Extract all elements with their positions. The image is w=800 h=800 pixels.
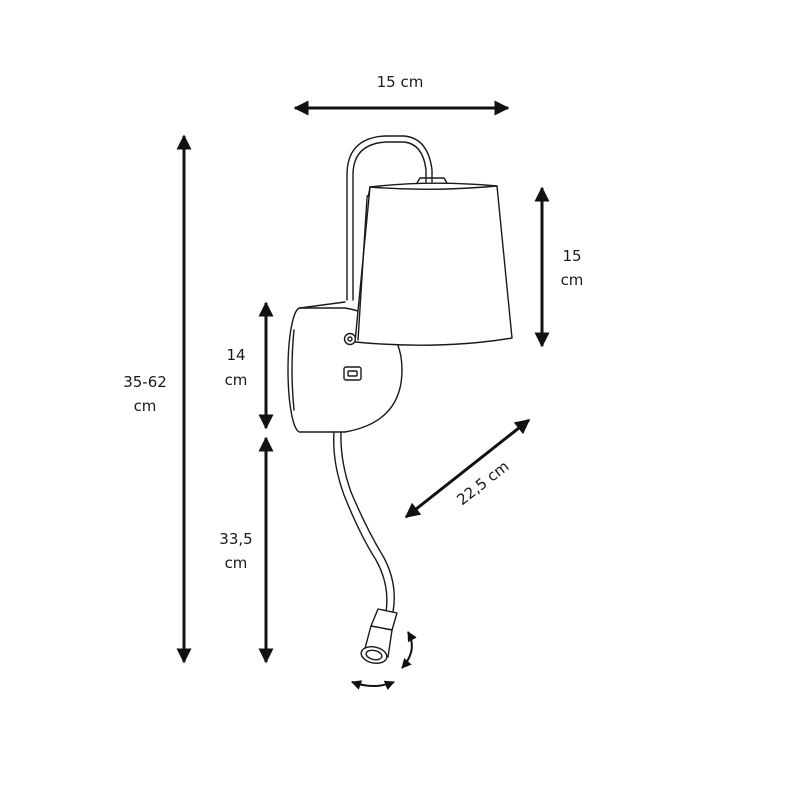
- shade-height-label-unit: cm: [561, 271, 584, 289]
- reach-arrow: [404, 418, 531, 519]
- shade-arm: [346, 135, 433, 301]
- rotation-indicators: [351, 631, 417, 690]
- arm-height-label-unit: cm: [225, 554, 248, 572]
- tilt-rotation-arrow: [401, 631, 417, 669]
- spotlight-head: [360, 608, 398, 664]
- swivel-rotation-arrow: [351, 680, 395, 690]
- lamp-illustration: [287, 135, 513, 664]
- dimension-lines: [176, 100, 550, 664]
- reach-label: 22,5 cm: [453, 457, 512, 509]
- gooseneck-arm: [333, 431, 395, 613]
- shade-height-label-value: 15: [562, 247, 581, 265]
- lamp-shade: [354, 177, 513, 346]
- arm-height-label-value: 33,5: [219, 530, 252, 548]
- plate-height-label-unit: cm: [225, 371, 248, 389]
- control-button: [343, 332, 357, 346]
- usb-port: [343, 366, 362, 381]
- plate-height-label-value: 14: [226, 346, 245, 364]
- total-height-label-unit: cm: [134, 397, 157, 415]
- total-height-label-value: 35-62: [123, 373, 167, 391]
- shade-width-label: 15 cm: [377, 73, 424, 91]
